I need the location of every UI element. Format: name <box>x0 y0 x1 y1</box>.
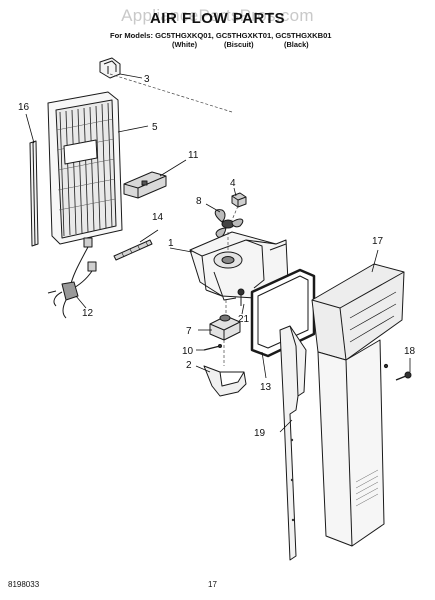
callout-10: 10 <box>182 346 194 357</box>
callout-16: 16 <box>18 102 30 113</box>
callout-17: 17 <box>372 236 384 247</box>
callout-7: 7 <box>186 326 192 337</box>
callout-11: 11 <box>188 150 199 161</box>
part-11-bracket <box>123 171 167 199</box>
callout-1: 1 <box>168 238 174 249</box>
part-16-strip <box>29 140 39 247</box>
callout-19: 19 <box>254 428 266 439</box>
page-number: 17 <box>208 580 217 589</box>
callouts: 3 5 11 4 8 14 1 12 16 17 21 7 10 2 13 18… <box>18 74 416 439</box>
callout-21: 21 <box>238 314 250 325</box>
callout-2: 2 <box>186 360 192 371</box>
part-2-bracket <box>203 365 247 397</box>
page-title: AIR FLOW PARTS <box>149 10 286 27</box>
callout-4: 4 <box>230 178 236 189</box>
variant-biscuit: (Biscuit) <box>224 40 254 49</box>
callout-13: 13 <box>260 382 272 393</box>
part-18-screw <box>395 371 412 381</box>
part-3-clip <box>99 57 121 79</box>
callout-8: 8 <box>196 196 202 207</box>
doc-number: 8198033 <box>8 580 40 589</box>
header: AppliancePartsPros.com AIR FLOW PARTS Fo… <box>0 0 435 52</box>
part-5-grille <box>47 91 123 245</box>
part-17-panel <box>317 339 389 547</box>
part-12-harness <box>47 237 97 319</box>
part-10-rod <box>203 344 222 351</box>
callout-5: 5 <box>152 122 158 133</box>
variant-black: (Black) <box>284 40 309 49</box>
part-13-gasket <box>250 268 316 358</box>
variant-white: (White) <box>172 40 198 49</box>
leader-lines <box>25 73 411 433</box>
callout-14: 14 <box>152 212 164 223</box>
part-7-motor <box>209 314 241 341</box>
callout-12: 12 <box>82 308 94 319</box>
part-8-fan <box>214 209 244 238</box>
models-line: For Models: GC5THGXKQ01, GC5THGXKT01, GC… <box>110 31 332 40</box>
part-1-housing <box>189 231 289 301</box>
watermark: AppliancePartsPros.com <box>121 6 314 25</box>
part-21-screw <box>237 288 245 306</box>
callout-18: 18 <box>404 346 416 357</box>
part-4-cube <box>231 192 247 208</box>
part-14-strip <box>113 239 153 261</box>
part-19-bracket <box>279 325 307 561</box>
callout-3: 3 <box>144 74 150 85</box>
